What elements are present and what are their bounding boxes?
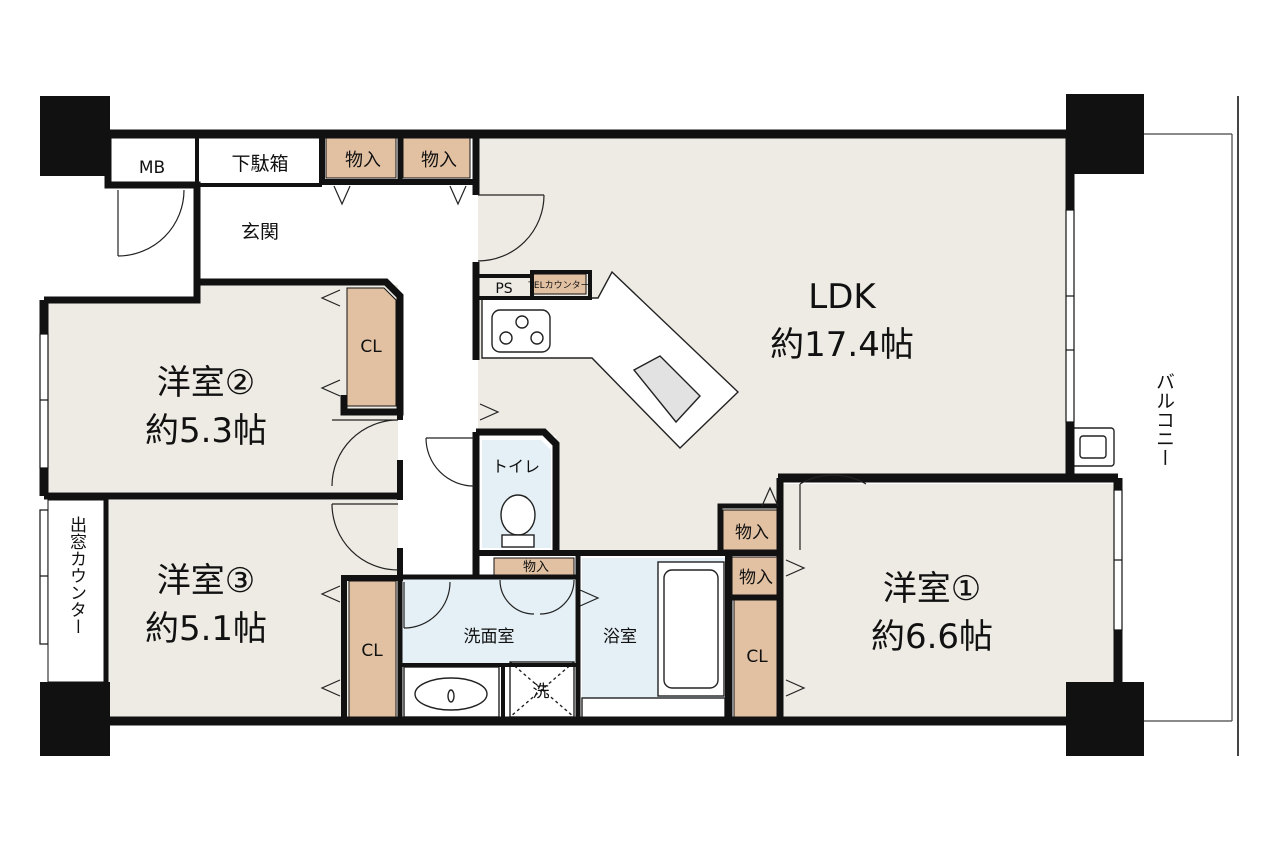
door-washroom-arc: [403, 581, 451, 629]
storage-w1-floor: [730, 556, 779, 596]
mb-label: MB: [139, 158, 165, 178]
washroom-floor: [402, 578, 575, 665]
fixtures: [403, 270, 1115, 719]
door-w1-arc: [799, 474, 867, 550]
western-room-2-floor: [48, 285, 398, 492]
western-room-2-name: 洋室②: [157, 363, 255, 403]
window-ldk: [1065, 209, 1075, 423]
western-room-1-name: 洋室①: [883, 569, 981, 609]
bathroom-label: 浴室: [603, 627, 637, 647]
bathtub-basin: [663, 569, 719, 689]
floors: [48, 137, 1114, 720]
closet-w3-label: CL: [361, 641, 383, 661]
toilet-bowl-icon: [500, 494, 536, 536]
washer-label: 洗: [533, 682, 550, 702]
column-bottom-right: [1066, 682, 1144, 756]
column-top-left: [40, 96, 110, 176]
burner-icon: [499, 331, 513, 345]
wall-ps: [478, 270, 592, 300]
ac-unit-icon: [1071, 427, 1115, 467]
closet-w3-floor: [348, 580, 397, 720]
window-w2: [39, 333, 49, 469]
tel-counter-label: TELカウンター: [527, 280, 589, 291]
wall-toilet: [476, 428, 560, 552]
door-ldk-arc: [477, 194, 545, 262]
storage-small-label: 物入: [523, 560, 549, 575]
door-entry-arc: [117, 189, 185, 257]
doors: [117, 185, 867, 697]
wall-w2-top: [197, 278, 404, 416]
ac-unit-inner: [1079, 435, 1107, 459]
faucet-icon: [447, 689, 455, 703]
area-labels: MB 下駄箱 玄関 物入 物入 PS TELカウンター CL CL トイレ 物入…: [66, 150, 1175, 702]
toilet-tank: [501, 534, 535, 548]
column-bottom-left: [40, 682, 110, 756]
door-toilet-arc: [425, 437, 475, 487]
storage-top-right-floor: [402, 137, 471, 179]
ldk-name: LDK: [808, 277, 877, 317]
closet-w2-label: CL: [360, 337, 382, 357]
washer-cross: [509, 661, 575, 718]
wall-storage-ldk: [717, 503, 780, 553]
western-room-1-size: 約6.6帖: [871, 617, 993, 657]
bay-window-counter-strip: [47, 499, 105, 683]
window-w3: [39, 509, 49, 645]
door-w3-arc: [331, 503, 399, 571]
door-corridor-triangles: [320, 185, 806, 697]
door-storage-small-arc: [499, 579, 575, 615]
kitchen-sink: [632, 355, 701, 424]
storage-top-right-label: 物入: [421, 150, 457, 171]
burner-icon: [515, 315, 529, 329]
washroom-label: 洗面室: [464, 627, 515, 647]
western-room-3-size: 約5.1帖: [145, 609, 267, 649]
western-room-1-floor: [783, 484, 1114, 719]
toilet-label: トイレ: [492, 457, 540, 476]
wall-shoebox: [195, 134, 322, 187]
storage-top-left-floor: [325, 137, 397, 179]
western-room-2-size: 約5.3帖: [145, 411, 267, 451]
entrance-label: 玄関: [241, 221, 279, 243]
wall-storage-top: [319, 134, 474, 185]
closet-w1-label: CL: [746, 647, 768, 667]
western-room-3-name: 洋室③: [157, 561, 255, 601]
storage-top-left-label: 物入: [345, 150, 381, 171]
ps-label: PS: [495, 281, 512, 297]
room-labels: LDK 約17.4帖 洋室① 約6.6帖 洋室② 約5.3帖 洋室③ 約5.1帖: [145, 277, 993, 657]
wall-w3-right: [341, 548, 403, 721]
bay-window-counter-label: 出窓カウンター: [66, 516, 87, 635]
balcony-outline: [1144, 96, 1239, 756]
shoe-box-label: 下駄箱: [231, 153, 288, 175]
balcony-label: バルコニー: [1153, 372, 1175, 467]
cooktop: [491, 309, 551, 353]
ldk-floor: [478, 138, 1066, 553]
windows: [39, 209, 1123, 645]
closet-w2-floor: [346, 287, 397, 407]
storage-w1-label: 物入: [739, 568, 773, 588]
storage-ldk-floor: [722, 509, 779, 551]
columns: [40, 94, 1144, 756]
walls: [39, 129, 1123, 726]
ldk-size: 約17.4帖: [770, 325, 914, 365]
column-top-right: [1066, 94, 1144, 174]
storage-ldk-label: 物入: [735, 523, 769, 543]
door-w2-arc: [331, 419, 399, 487]
closet-w1-floor: [733, 599, 779, 720]
burner-icon: [530, 331, 544, 345]
bath-bottom-strip: [581, 697, 726, 719]
